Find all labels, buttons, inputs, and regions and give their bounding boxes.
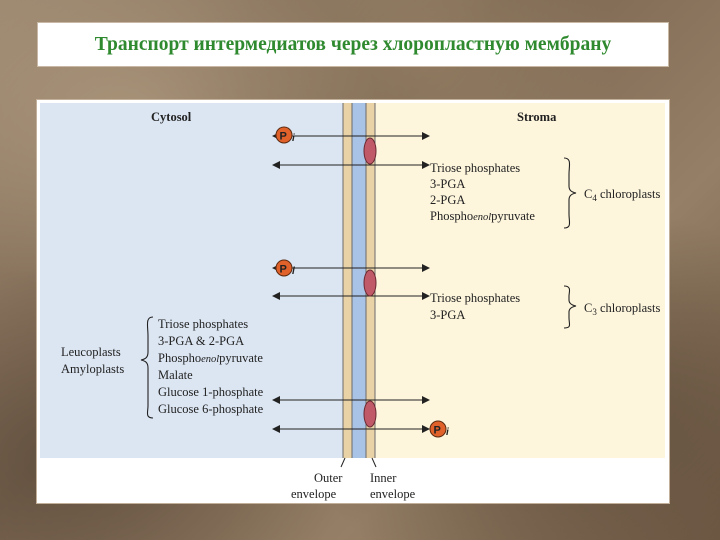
inner-envelope-label-1: Inner [370, 471, 397, 485]
cytosol-label: Cytosol [151, 110, 192, 124]
leuco-item-3: Phosphoenolpyruvate [158, 351, 263, 365]
outer-envelope-label-1: Outer [314, 471, 343, 485]
c4-chloroplasts-label: C4 chloroplasts [584, 187, 661, 203]
c4-item-1: Triose phosphates [430, 161, 520, 175]
leuco-item-5: Glucose 1-phosphate [158, 385, 264, 399]
bracket-c3 [563, 285, 577, 329]
svg-text:P: P [280, 131, 287, 143]
bracket-leuco [140, 316, 154, 419]
leucoplasts-label: Leucoplasts [61, 345, 121, 359]
c4-item-4: Phosphoenolpyruvate [430, 209, 535, 223]
transporter-leuco [363, 400, 377, 428]
svg-text:i: i [292, 266, 295, 277]
leuco-item-6: Glucose 6-phosphate [158, 402, 264, 416]
bracket-c4 [563, 157, 577, 229]
c3-chloroplasts-label: C3 chloroplasts [584, 301, 661, 317]
svg-text:P: P [280, 264, 287, 276]
slide-title: Транспорт интермедиатов через хлоропласт… [94, 33, 612, 55]
svg-text:i: i [292, 133, 295, 144]
outer-membrane-edge [343, 103, 352, 458]
c4-item-2: 3-PGA [430, 177, 465, 191]
c3-item-1: Triose phosphates [430, 291, 520, 305]
leuco-item-2: 3-PGA & 2-PGA [158, 334, 244, 348]
pi-icon: P i [275, 126, 295, 144]
c4-item-3: 2-PGA [430, 193, 465, 207]
title-box: Транспорт интермедиатов через хлоропласт… [37, 22, 669, 67]
transporter-c3 [363, 269, 377, 297]
stroma-label: Stroma [517, 110, 557, 124]
outer-envelope-pointer [340, 457, 346, 468]
pi-icon: P i [275, 259, 295, 277]
inner-envelope-label-2: envelope [370, 487, 416, 501]
outer-envelope-label-2: envelope [291, 487, 337, 501]
amyloplasts-label: Amyloplasts [61, 362, 124, 376]
transporter-c4 [363, 137, 377, 165]
transport-diagram: Cytosol Stroma P i Triose phosphates 3-P… [40, 103, 665, 501]
pi-icon: P i [429, 420, 449, 438]
svg-text:i: i [446, 427, 449, 438]
inner-envelope-pointer [371, 457, 377, 468]
c3-item-2: 3-PGA [430, 308, 465, 322]
svg-text:P: P [434, 425, 441, 437]
leuco-item-4: Malate [158, 368, 193, 382]
intermembrane-space [352, 103, 366, 458]
leuco-item-1: Triose phosphates [158, 317, 248, 331]
stroma-region [375, 103, 665, 458]
diagram-panel: Cytosol Stroma P i Triose phosphates 3-P… [36, 99, 670, 504]
